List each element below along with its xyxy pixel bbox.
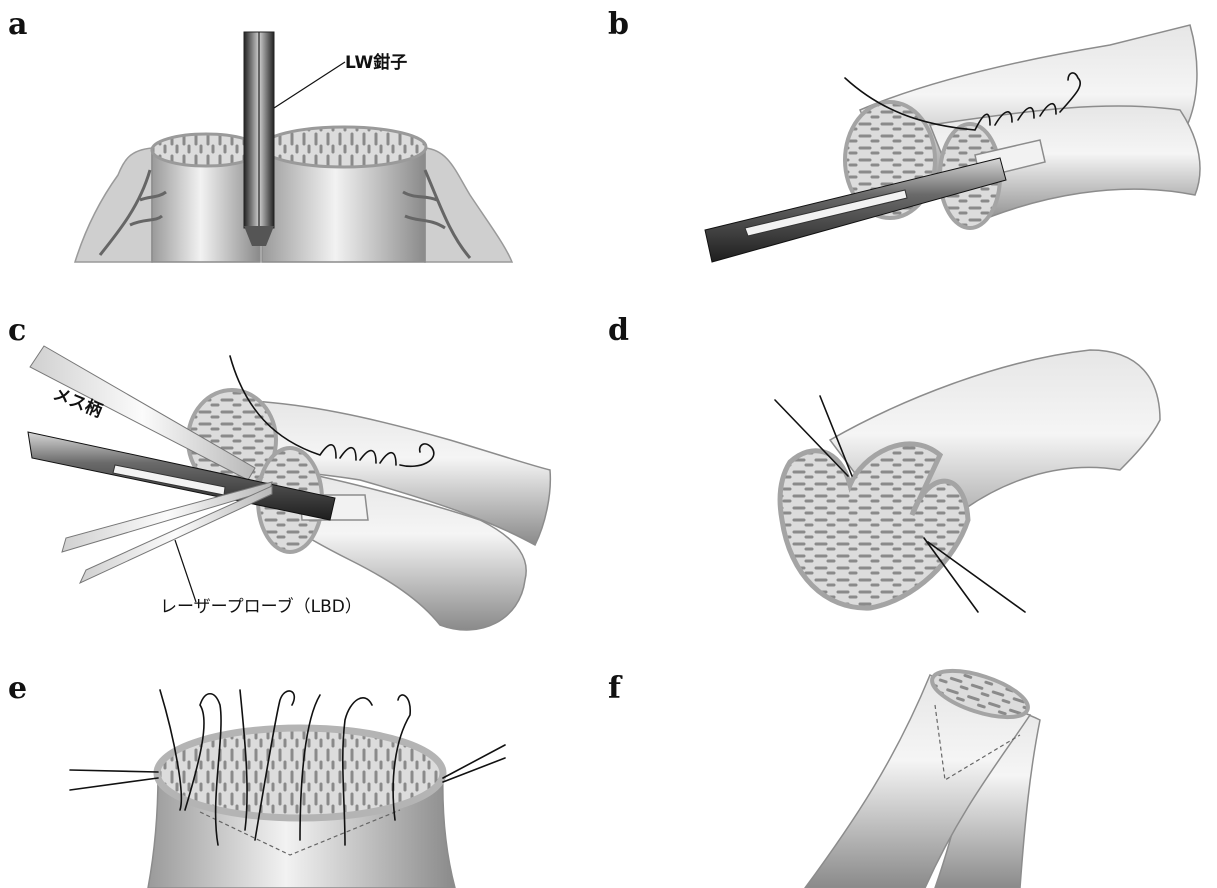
- panel-letter-e: e: [8, 671, 27, 706]
- panel-c: c メス柄 レーザープローブ（LBD）: [8, 313, 550, 630]
- panel-letter-f: f: [608, 671, 623, 706]
- panel-e: e: [8, 671, 505, 888]
- panel-b: b: [608, 7, 1200, 262]
- bowel-right-lumen: [262, 127, 426, 167]
- panel-a: a LW鉗子: [8, 7, 512, 262]
- panel-letter-c: c: [8, 313, 26, 348]
- suture-d-4: [928, 542, 1025, 612]
- panel-letter-a: a: [8, 7, 27, 42]
- panel-letter-b: b: [608, 7, 629, 42]
- panel-f: f: [608, 661, 1040, 888]
- lw-forceps-label: LW鉗子: [345, 52, 407, 73]
- laser-probe-label: レーザープローブ（LBD）: [160, 596, 362, 617]
- laser-probe-leader: [175, 540, 196, 602]
- lw-forceps-leader: [274, 62, 345, 108]
- mesentery-left: [75, 148, 152, 262]
- panel-d: d: [608, 313, 1160, 612]
- panel-letter-d: d: [608, 313, 629, 348]
